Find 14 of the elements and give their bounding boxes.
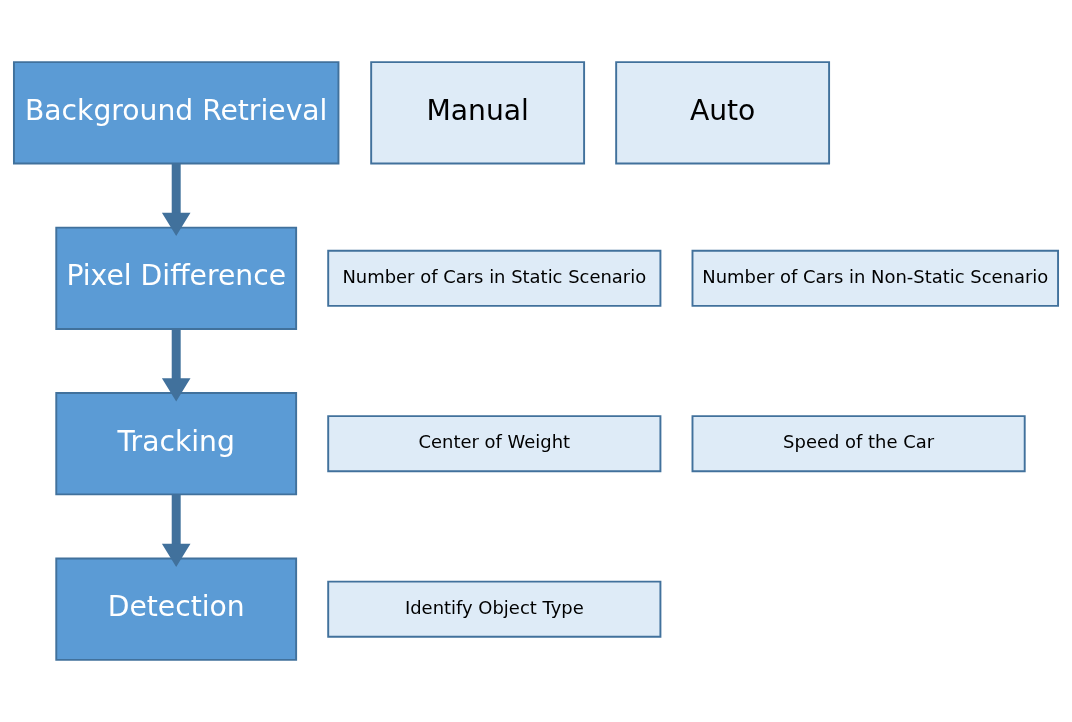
node-box: Tracking: [55, 392, 298, 496]
node-box: Speed of the Car: [691, 415, 1026, 473]
node-box: Number of Cars in Non-Static Scenario: [691, 249, 1059, 307]
node-box: Auto: [615, 61, 831, 165]
node-box: Background Retrieval: [13, 61, 340, 165]
node-box: Pixel Difference: [55, 226, 298, 330]
arrow: [161, 494, 191, 568]
node-box: Center of Weight: [327, 415, 662, 473]
node-box: Manual: [370, 61, 586, 165]
node-box: Number of Cars in Static Scenario: [327, 249, 662, 307]
node-box: Identify Object Type: [327, 580, 662, 638]
arrow: [161, 329, 191, 402]
arrow: [161, 163, 191, 237]
node-box: Detection: [55, 557, 298, 661]
